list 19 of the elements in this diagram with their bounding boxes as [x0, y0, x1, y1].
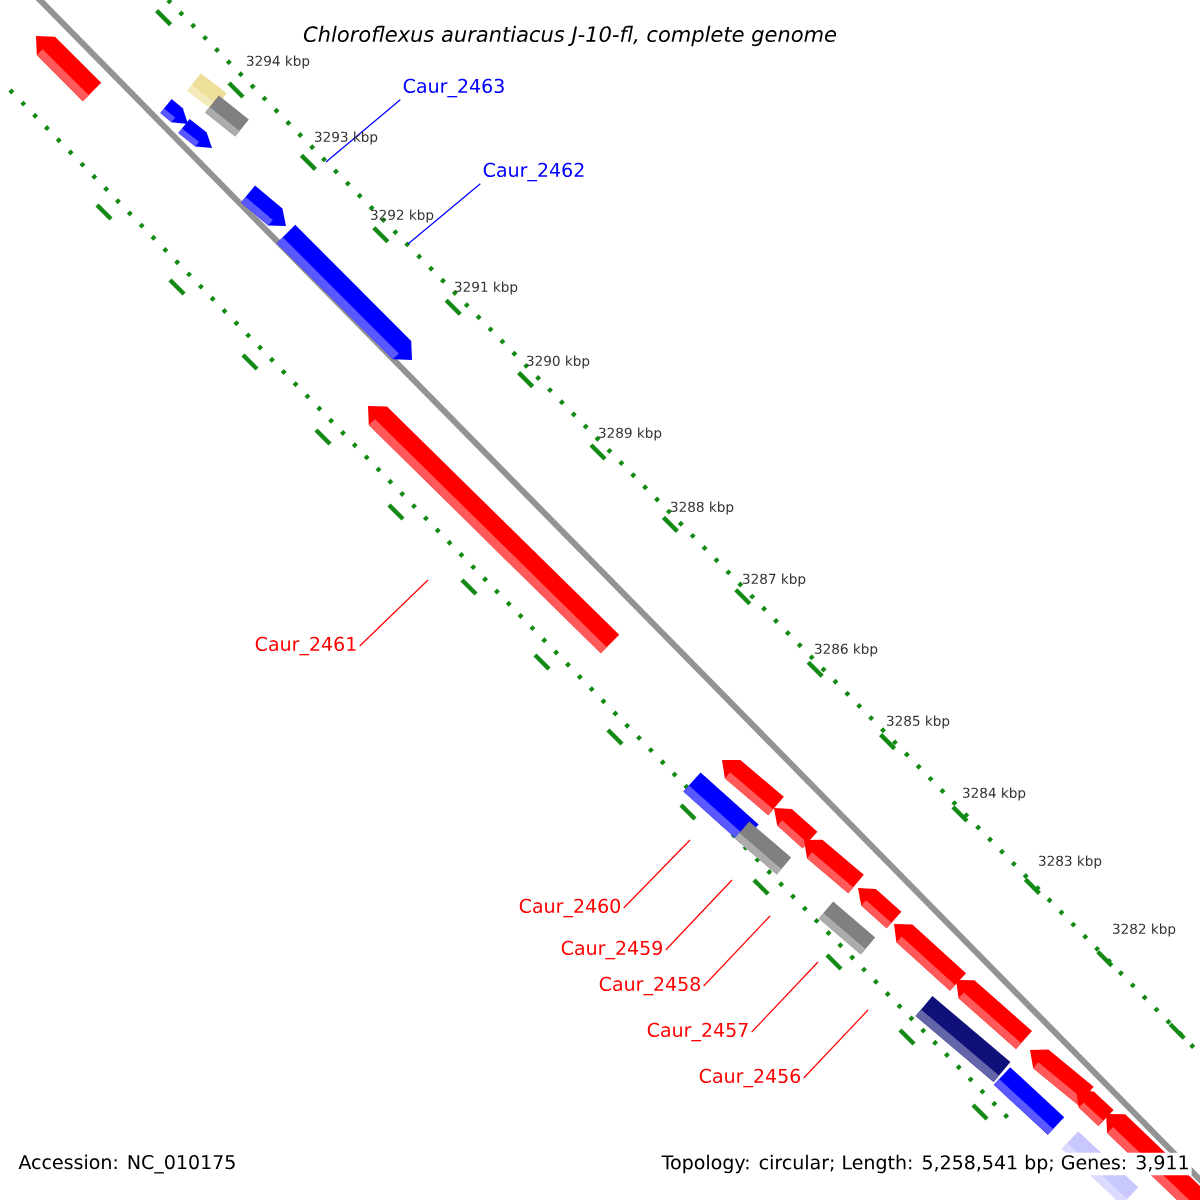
gene-label: Caur_2462 [483, 162, 584, 182]
leader-line [703, 915, 771, 987]
gene-label: Caur_2457 [647, 1022, 748, 1042]
leader-line [325, 99, 401, 163]
gene-label: Caur_2456 [699, 1068, 801, 1088]
leader-line [751, 961, 819, 1033]
leader-line [407, 183, 481, 245]
title: Chloroflexus aurantiacus J-10-fl, complete genome [301, 23, 839, 49]
accession-text: Accession: NC_010175 [18, 1154, 235, 1174]
leader-line [359, 579, 429, 647]
gene-label: Caur_2463 [403, 78, 504, 98]
leader-line [803, 1009, 869, 1079]
genome-summary-text: Topology: circular; Length: 5,258,541 bp; Genes: 3,911 [659, 1152, 1192, 1176]
gene-label: Caur_2461 [255, 636, 356, 656]
leader-line [665, 879, 733, 951]
gene-label: Caur_2459 [561, 940, 662, 960]
gene-label: Caur_2458 [599, 976, 700, 996]
gene-label: Caur_2460 [519, 898, 621, 918]
leader-line [623, 839, 691, 909]
